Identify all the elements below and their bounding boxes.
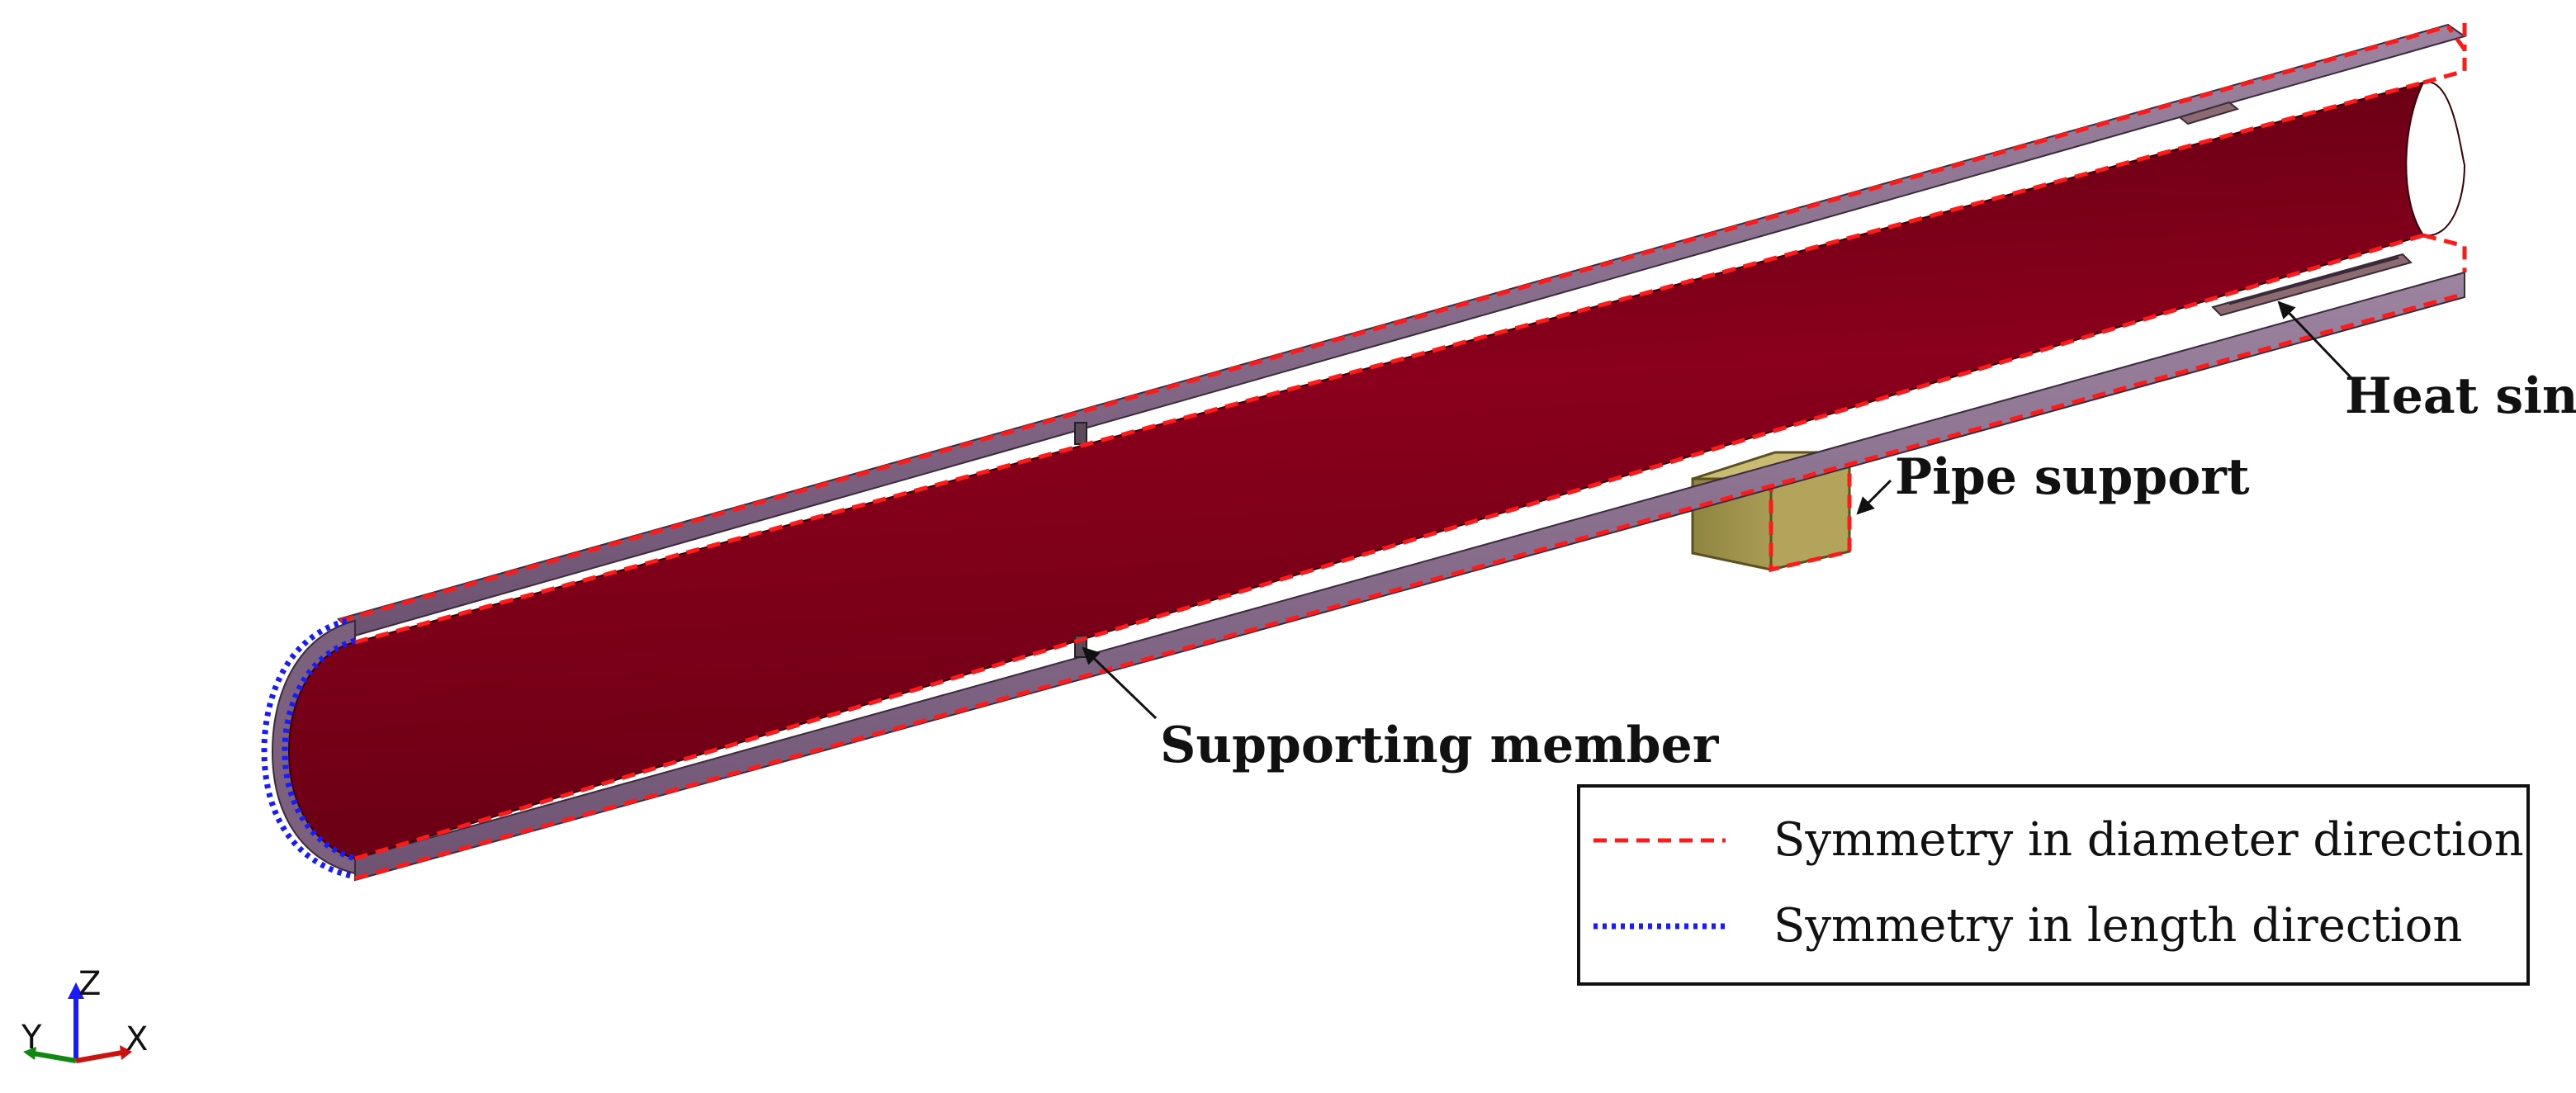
diameter-symmetry-lines [339, 23, 2467, 881]
y-axis-arrow [32, 1051, 77, 1063]
legend-box [1577, 784, 2530, 986]
x-axis-label: X [125, 1020, 148, 1058]
callout-pipe-support: Pipe support [1856, 448, 2250, 515]
length-symmetry-lines [261, 617, 357, 880]
legend-label-diameter: Symmetry in diameter direction [1773, 813, 2524, 867]
callout-supporting-member: Supporting member [1082, 646, 1720, 774]
legend-label-length: Symmetry in length direction [1773, 899, 2462, 953]
z-axis-label: Z [78, 965, 101, 1003]
pipe-shell [271, 23, 2467, 882]
y-axis-label: Y [21, 1019, 42, 1057]
callout-heat-sink: Heat sink [2277, 300, 2576, 425]
heat-sink [2177, 101, 2413, 317]
heat-sink-label: Heat sink [2345, 367, 2576, 425]
legend: Symmetry in diameter direction Symmetry … [1577, 784, 2530, 986]
pipe-support-label: Pipe support [1895, 448, 2250, 506]
x-axis-arrow [75, 1050, 123, 1063]
axis-triad: Z Y X [21, 965, 148, 1063]
supporting-member-label: Supporting member [1160, 717, 1720, 774]
